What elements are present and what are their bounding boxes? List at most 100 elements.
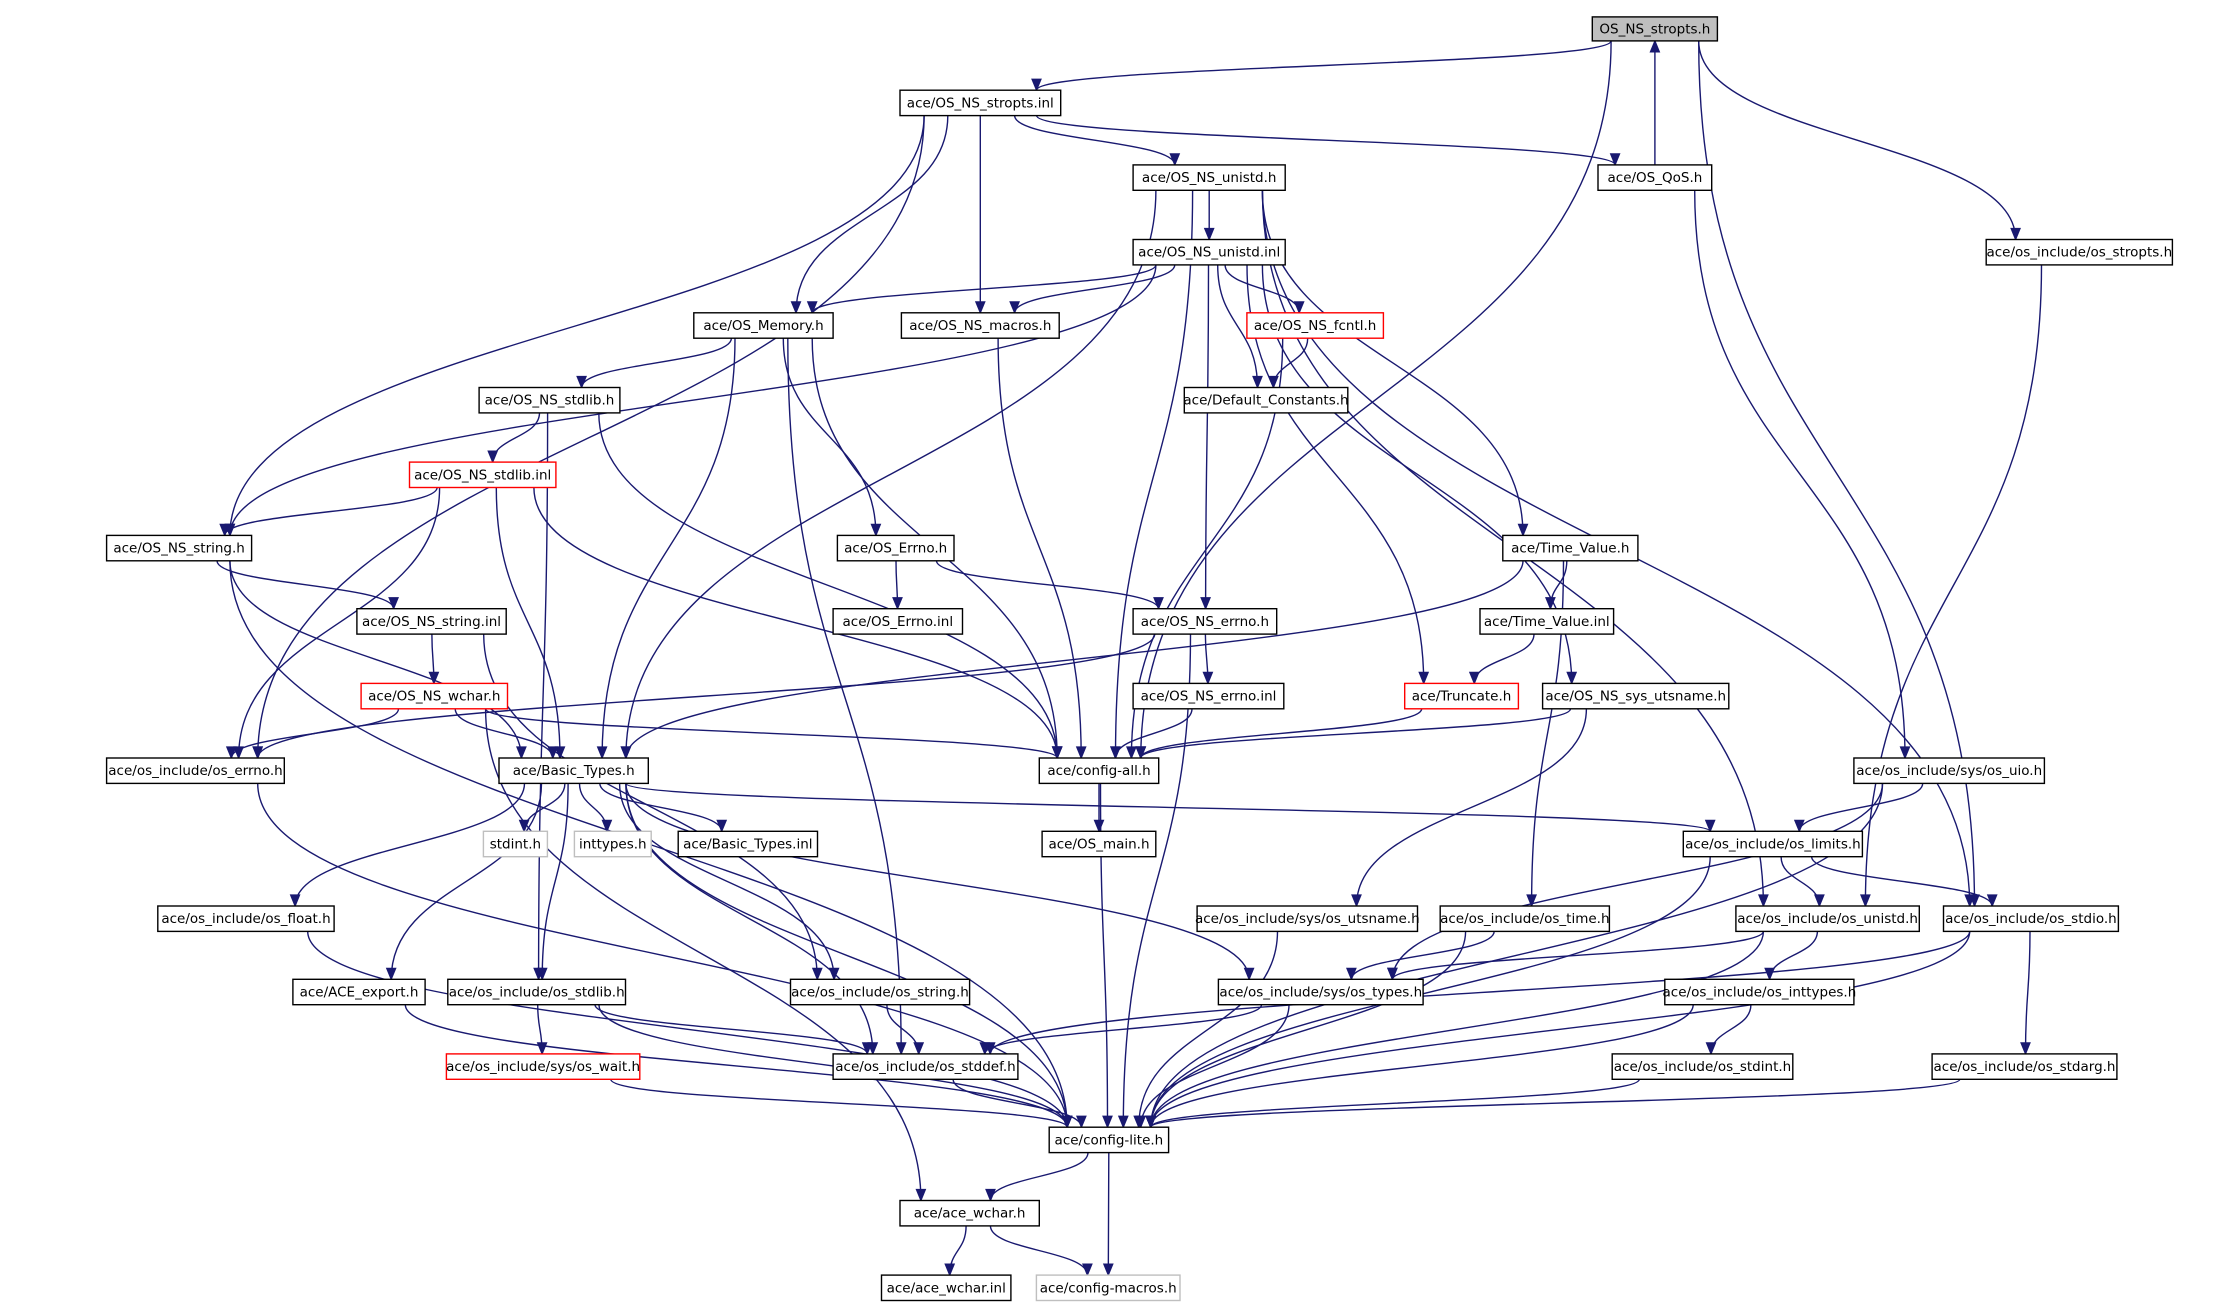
edge-n14-to-n18: [1545, 560, 1568, 611]
edge-n11-to-n23: [233, 487, 441, 760]
node-label: ace/OS_NS_sys_utsname.h: [1545, 689, 1726, 705]
edge-n46-to-n49: [1102, 1152, 1114, 1277]
node-ace-os-include-os-time-h[interactable]: ace/os_include/os_time.h: [1439, 905, 1611, 933]
node-inttypes-h[interactable]: inttypes.h: [573, 830, 652, 858]
edge-n11-to-n12: [219, 487, 438, 537]
node-ace-basic-types-inl[interactable]: ace/Basic_Types.inl: [677, 830, 819, 858]
edge-n19-to-n23: [225, 708, 400, 760]
edge-n38-to-n42: [536, 1004, 548, 1056]
node-label: inttypes.h: [579, 837, 647, 853]
node-ace-os-include-os-stropts-h[interactable]: ace/os_include/os_stropts.h: [1985, 238, 2174, 266]
edge-n0-to-n1: [1031, 40, 1612, 92]
node-label: ace/os_include/os_float.h: [161, 911, 330, 927]
edge-n10-to-n38: [533, 412, 549, 981]
edge-n40-to-n46: [1135, 1004, 1290, 1129]
node-ace-default-constants-h[interactable]: ace/Default_Constants.h: [1183, 386, 1349, 414]
node-ace-os-ns-sys-utsname-h[interactable]: ace/OS_NS_sys_utsname.h: [1541, 682, 1730, 710]
edge-n36-to-n45: [2020, 931, 2031, 1056]
node-label: ace/os_include/os_stdint.h: [1614, 1059, 1791, 1075]
node-ace-os-ns-fcntl-h[interactable]: ace/OS_NS_fcntl.h: [1246, 312, 1385, 339]
node-ace-os-errno-inl[interactable]: ace/OS_Errno.inl: [832, 608, 964, 635]
edge-n35-to-n41: [1764, 931, 1819, 981]
node-label: ace/OS_NS_stdlib.h: [485, 393, 615, 409]
node-ace-ace-wchar-inl[interactable]: ace/ace_wchar.inl: [880, 1274, 1012, 1302]
node-ace-os-ns-errno-inl[interactable]: ace/OS_NS_errno.inl: [1132, 682, 1285, 710]
edge-n0-to-n4: [1698, 40, 2021, 242]
edge-n1-to-n2: [1013, 115, 1181, 167]
node-label: ace/os_include/os_stropts.h: [1986, 245, 2172, 261]
node-stdint-h[interactable]: stdint.h: [482, 830, 549, 858]
node-ace-os-ns-unistd-inl[interactable]: ace/OS_NS_unistd.inl: [1132, 238, 1286, 266]
node-ace-os-include-os-errno-h[interactable]: ace/os_include/os_errno.h: [105, 757, 285, 785]
edge-n34-to-n40: [1346, 931, 1495, 981]
edge-n5-to-n9: [1217, 264, 1263, 390]
edge-n4-to-n35: [1860, 264, 2043, 908]
edge-n47-to-n48: [944, 1225, 967, 1277]
edge-n19-to-n24: [454, 708, 559, 760]
node-ace-ace-export-h[interactable]: ace/ACE_export.h: [292, 978, 426, 1006]
graph-edges: [216, 39, 2043, 1277]
edge-n24-to-n37: [385, 783, 543, 981]
edge-n40-to-n43: [979, 1004, 1263, 1056]
node-ace-os-include-os-unistd-h[interactable]: ace/os_include/os_unistd.h: [1735, 905, 1921, 933]
edge-n5-to-n8: [1224, 264, 1305, 315]
node-ace-config-lite-h[interactable]: ace/config-lite.h: [1048, 1126, 1170, 1154]
node-ace-truncate-h[interactable]: ace/Truncate.h: [1403, 682, 1520, 710]
node-ace-time-value-h[interactable]: ace/Time_Value.h: [1502, 534, 1639, 562]
node-os-ns-stropts-h[interactable]: OS_NS_stropts.h: [1591, 16, 1719, 42]
node-label: ace/os_include/os_limits.h: [1685, 837, 1861, 853]
node-ace-os-include-os-inttypes-h[interactable]: ace/os_include/os_inttypes.h: [1663, 978, 1857, 1006]
edge-n6-to-n10: [576, 338, 733, 390]
node-ace-os-include-sys-os-wait-h[interactable]: ace/os_include/sys/os_wait.h: [445, 1053, 641, 1081]
node-ace-os-errno-h[interactable]: ace/OS_Errno.h: [836, 534, 955, 562]
node-ace-os-ns-string-inl[interactable]: ace/OS_NS_string.inl: [356, 608, 507, 635]
node-ace-os-include-sys-os-uio-h[interactable]: ace/os_include/sys/os_uio.h: [1853, 757, 2046, 785]
node-ace-os-include-os-stdint-h[interactable]: ace/os_include/os_stdint.h: [1611, 1053, 1794, 1081]
node-ace-os-ns-stdlib-inl[interactable]: ace/OS_NS_stdlib.inl: [408, 461, 557, 489]
edge-n24-to-n27: [518, 783, 566, 833]
node-ace-os-ns-stdlib-h[interactable]: ace/OS_NS_stdlib.h: [478, 386, 621, 414]
node-ace-os-include-sys-os-types-h[interactable]: ace/os_include/sys/os_types.h: [1217, 978, 1424, 1006]
edge-n22-to-n25: [1135, 708, 1572, 760]
edge-n42-to-n46: [610, 1078, 1073, 1129]
node-label: ace/OS_NS_macros.h: [909, 318, 1051, 334]
node-ace-os-qos-h[interactable]: ace/OS_QoS.h: [1597, 164, 1713, 191]
node-ace-os-include-os-stdlib-h[interactable]: ace/os_include/os_stdlib.h: [447, 978, 627, 1006]
node-label: ace/os_include/os_unistd.h: [1737, 911, 1918, 927]
node-ace-os-include-os-stdio-h[interactable]: ace/os_include/os_stdio.h: [1942, 905, 2120, 933]
edge-n5-to-n6: [806, 264, 1157, 315]
node-ace-os-ns-macros-h[interactable]: ace/OS_NS_macros.h: [900, 312, 1060, 339]
edge-n43-to-n46: [952, 1079, 1087, 1129]
edge-n8-to-n9: [1268, 338, 1309, 390]
edge-n10-to-n11: [487, 412, 541, 464]
node-ace-os-include-os-float-h[interactable]: ace/os_include/os_float.h: [157, 905, 335, 933]
node-ace-os-memory-h[interactable]: ace/OS_Memory.h: [693, 312, 834, 339]
edge-n1-to-n7: [974, 115, 986, 315]
edge-n46-to-n47: [985, 1152, 1089, 1203]
node-ace-ace-wchar-h[interactable]: ace/ace_wchar.h: [899, 1199, 1041, 1227]
node-ace-os-ns-errno-h[interactable]: ace/OS_NS_errno.h: [1132, 608, 1278, 635]
node-ace-os-include-sys-os-utsname-h[interactable]: ace/os_include/sys/os_utsname.h: [1195, 905, 1420, 933]
node-ace-config-macros-h[interactable]: ace/config-macros.h: [1035, 1274, 1181, 1302]
node-ace-os-include-os-limits-h[interactable]: ace/os_include/os_limits.h: [1682, 830, 1864, 858]
node-label: ace/OS_main.h: [1048, 837, 1149, 853]
node-ace-time-value-inl[interactable]: ace/Time_Value.inl: [1479, 608, 1615, 635]
edge-n8-to-n25: [1126, 338, 1284, 760]
node-label: ace/Time_Value.inl: [1484, 614, 1610, 630]
edge-n6-to-n24: [596, 338, 736, 760]
node-ace-basic-types-h[interactable]: ace/Basic_Types.h: [498, 757, 650, 785]
node-ace-os-main-h[interactable]: ace/OS_main.h: [1041, 830, 1157, 858]
node-ace-os-ns-unistd-h[interactable]: ace/OS_NS_unistd.h: [1132, 164, 1286, 191]
node-ace-os-include-os-stdarg-h[interactable]: ace/os_include/os_stdarg.h: [1931, 1053, 2118, 1081]
node-label: ace/Default_Constants.h: [1183, 393, 1348, 409]
edge-n26-to-n31: [1793, 783, 1924, 833]
edge-n41-to-n44: [1705, 1004, 1752, 1056]
node-ace-os-include-os-string-h[interactable]: ace/os_include/os_string.h: [789, 978, 971, 1006]
node-ace-os-ns-stropts-inl[interactable]: ace/OS_NS_stropts.inl: [899, 89, 1062, 117]
node-label: ace/ace_wchar.h: [914, 1206, 1026, 1222]
node-ace-os-include-os-stddef-h[interactable]: ace/os_include/os_stddef.h: [832, 1053, 1019, 1081]
node-ace-os-ns-wchar-h[interactable]: ace/OS_NS_wchar.h: [360, 682, 509, 710]
node-ace-config-all-h[interactable]: ace/config-all.h: [1038, 757, 1160, 785]
node-ace-os-ns-string-h[interactable]: ace/OS_NS_string.h: [105, 534, 253, 562]
edge-n31-to-n35: [1780, 856, 1825, 908]
